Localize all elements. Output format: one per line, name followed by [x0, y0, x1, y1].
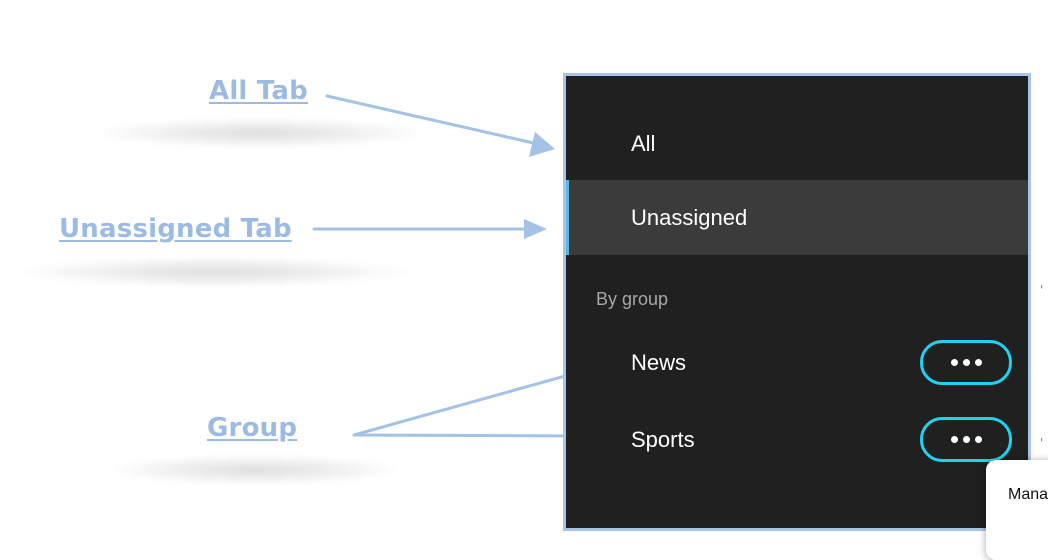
group-item-sports[interactable]: Sports — [566, 412, 1028, 472]
tab-all-label: All — [631, 130, 656, 156]
group-arrow-to-news — [352, 369, 585, 437]
unassigned-tab-annotation-shadow — [20, 257, 410, 287]
by-group-section-header: By group — [596, 289, 669, 309]
unassigned-tab-annotation: Unassigned Tab — [59, 214, 292, 244]
group-options-popup-menu: Mana — [986, 460, 1048, 560]
all-tab-annotation: All Tab — [209, 76, 308, 106]
tab-unassigned-label: Unassigned — [631, 204, 748, 230]
sports-more-options-button[interactable] — [920, 417, 1012, 462]
unassigned-tab-arrowhead — [524, 219, 547, 239]
right-edge-mark: ' — [1040, 436, 1044, 450]
group-arrow-to-sports — [352, 433, 582, 438]
more-horizontal-icon — [950, 436, 982, 443]
group-item-label: Sports — [631, 427, 695, 452]
all-tab-annotation-shadow — [95, 118, 425, 148]
group-annotation-shadow — [110, 455, 400, 485]
group-item-label: News — [631, 350, 687, 375]
tab-unassigned[interactable]: Unassigned — [566, 180, 1028, 255]
right-edge-mark: ' — [1040, 283, 1044, 297]
popup-menu-item-manage[interactable]: Mana — [1008, 486, 1048, 503]
groups-side-panel: All Unassigned By group News Sports — [563, 73, 1031, 531]
group-item-news[interactable]: News — [566, 335, 1028, 395]
group-annotation: Group — [207, 413, 298, 443]
tab-all[interactable]: All — [566, 106, 1028, 181]
more-horizontal-icon — [950, 359, 982, 366]
all-tab-arrowhead — [529, 132, 555, 157]
news-more-options-button[interactable] — [920, 340, 1012, 385]
